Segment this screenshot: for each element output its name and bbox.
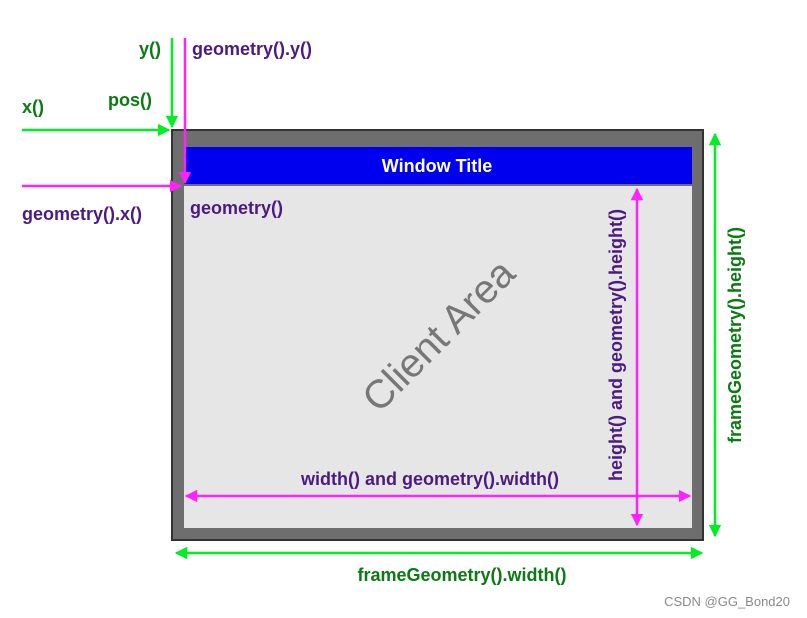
height-label: height() and geometry().height() [606,209,626,481]
frame-height-label: frameGeometry().height() [725,227,745,443]
y-label: y() [139,39,161,59]
geometry-x-label: geometry().x() [22,204,142,224]
width-label: width() and geometry().width() [300,469,559,489]
geometry-label: geometry() [190,198,283,218]
frame-width-label: frameGeometry().width() [357,565,566,585]
window-title: Window Title [382,156,493,176]
geometry-y-label: geometry().y() [192,39,312,59]
client-area [184,186,692,528]
watermark: CSDN @GG_Bond20 [664,594,790,609]
x-label: x() [22,97,44,117]
pos-label: pos() [108,90,152,110]
title-bar [184,147,692,184]
